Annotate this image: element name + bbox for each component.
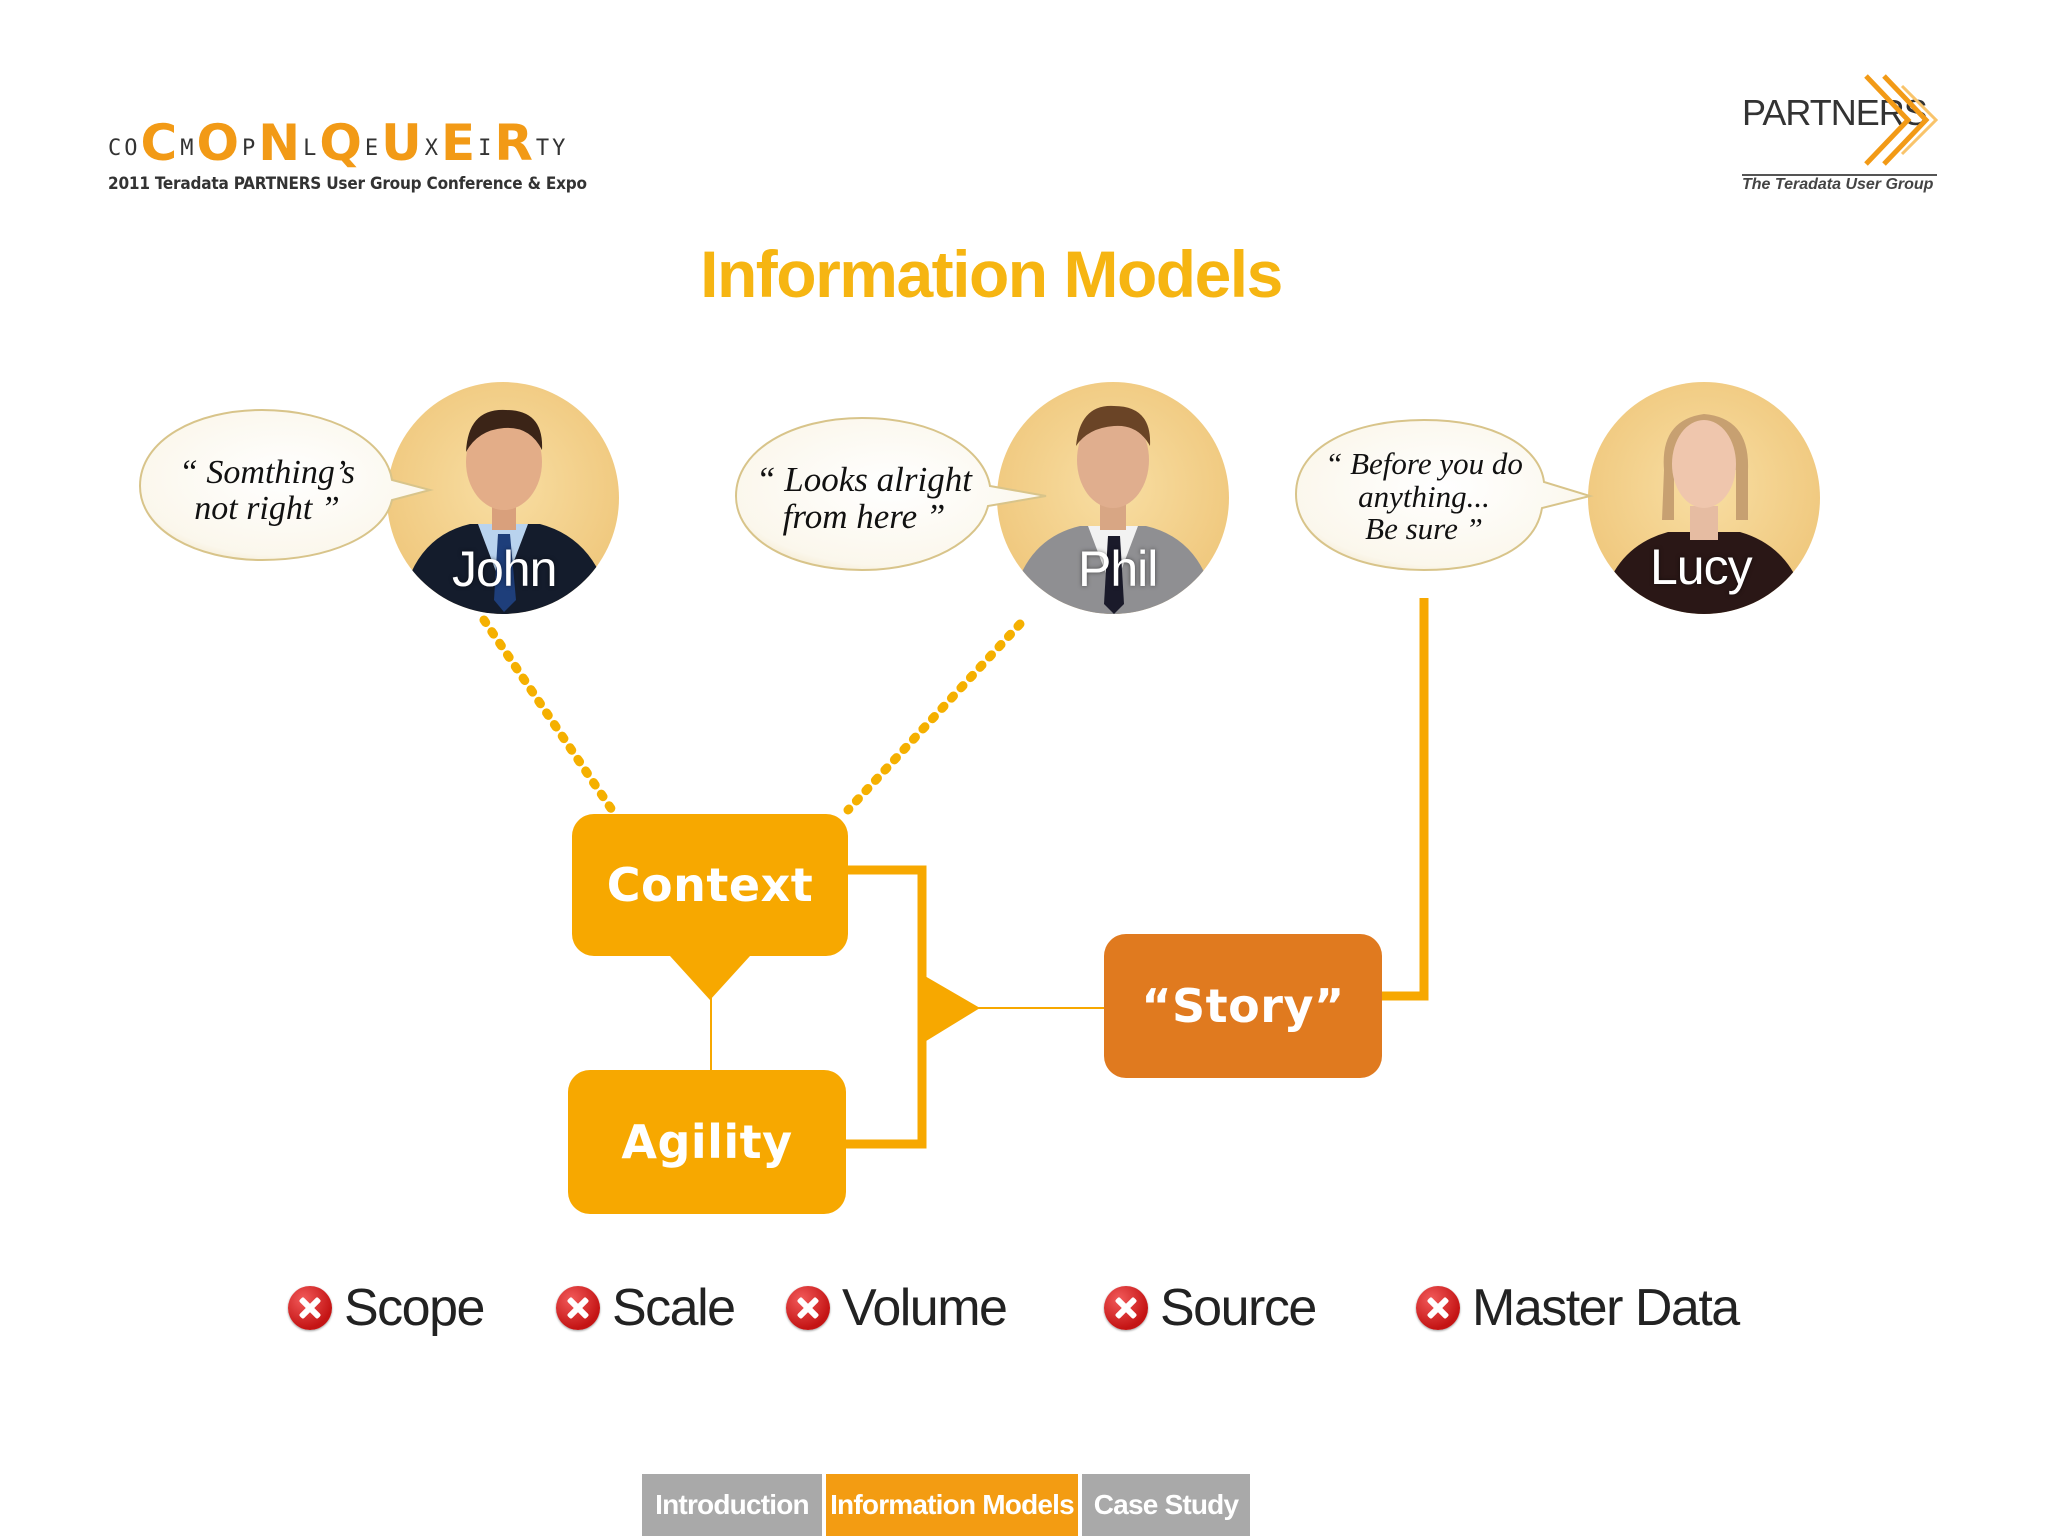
avatar-name-phil: Phil (1078, 541, 1158, 597)
speech-bubble-john (138, 408, 434, 562)
conference-logo-letter: E (364, 136, 379, 161)
red-x-circle-icon (786, 1286, 830, 1330)
speech-bubble-quote-lucy: “ Before you do anything... Be sure ” (1325, 446, 1523, 547)
conference-logo-letter: E (440, 114, 476, 172)
partners-logo: PARTNERS The Teradata User Group (1742, 70, 1942, 200)
page-title: Information Models (700, 237, 1283, 311)
conference-logo-letter: Q (319, 114, 362, 172)
tab-case-study[interactable]: Case Study (1082, 1474, 1250, 1536)
speech-bubble-lucy (1294, 418, 1594, 572)
tab-information-models[interactable]: Information Models (826, 1474, 1078, 1536)
context-box: Context (572, 814, 848, 956)
issue-label: Source (1160, 1279, 1317, 1337)
red-x-circle-icon (288, 1286, 332, 1330)
speech-bubble-quote-phil: “ Looks alright from here ” (756, 460, 972, 536)
partners-logo-rule (1742, 174, 1937, 176)
issue-item-volume: Volume (786, 1278, 1008, 1338)
red-x-circle-icon (1416, 1286, 1460, 1330)
issue-label: Scope (344, 1279, 485, 1337)
issue-item-source: Source (1104, 1278, 1317, 1338)
avatar-phil-figure (1010, 405, 1216, 614)
conference-logo-letter: C (140, 114, 178, 172)
issue-item-scale: Scale (556, 1278, 736, 1338)
context-pointer (670, 956, 750, 1000)
tab-introduction[interactable]: Introduction (642, 1474, 822, 1536)
conference-logo-subtitle: 2011 Teradata PARTNERS User Group Confer… (108, 174, 587, 194)
speech-bubble-phil (734, 416, 1047, 572)
conference-logo-letter: X (424, 136, 438, 161)
conference-logo-letter: I (478, 136, 492, 161)
story-box: “Story” (1104, 934, 1382, 1078)
partners-chevron-icon (1864, 74, 1939, 166)
agility-box: Agility (568, 1070, 846, 1214)
conference-logo-letter: O (124, 136, 138, 161)
partners-logo-tagline: The Teradata User Group (1742, 176, 1934, 193)
conference-logo-letter: T (535, 136, 550, 161)
issue-item-scope: Scope (288, 1278, 485, 1338)
avatar-lucy-figure (1600, 414, 1808, 614)
conference-logo-letter: L (303, 136, 317, 161)
red-x-circle-icon (556, 1286, 600, 1330)
conference-logo-letter: N (258, 114, 301, 172)
avatar-name-john: John (452, 541, 557, 597)
speech-bubble-quote-john: “ Somthing’s not right ” (178, 454, 356, 527)
conference-logo-letter: Y (552, 136, 566, 161)
conference-logo-letter: O (196, 114, 239, 172)
conference-logo-letter: U (381, 114, 422, 172)
conference-logo-letter: C (108, 136, 122, 161)
connector-phil-context (843, 619, 1025, 815)
conference-logo-letter: M (180, 136, 194, 161)
connector-lucy-story (1382, 598, 1429, 1001)
issue-label: Scale (612, 1279, 736, 1337)
issue-label: Master Data (1472, 1279, 1740, 1337)
connector-john-context (479, 615, 617, 815)
avatar-john-figure (400, 409, 612, 614)
red-x-circle-icon (1104, 1286, 1148, 1330)
connector-context-bracket (846, 865, 927, 1149)
conference-logo-letter: P (241, 136, 256, 161)
conference-logo-letter: R (494, 114, 533, 172)
bracket-arrow (918, 972, 980, 1046)
partners-logo-wordmark: PARTNERS (1742, 92, 1928, 133)
avatar-name-lucy: Lucy (1650, 539, 1753, 595)
issue-label: Volume (842, 1279, 1008, 1337)
issue-item-master-data: Master Data (1416, 1278, 1740, 1338)
